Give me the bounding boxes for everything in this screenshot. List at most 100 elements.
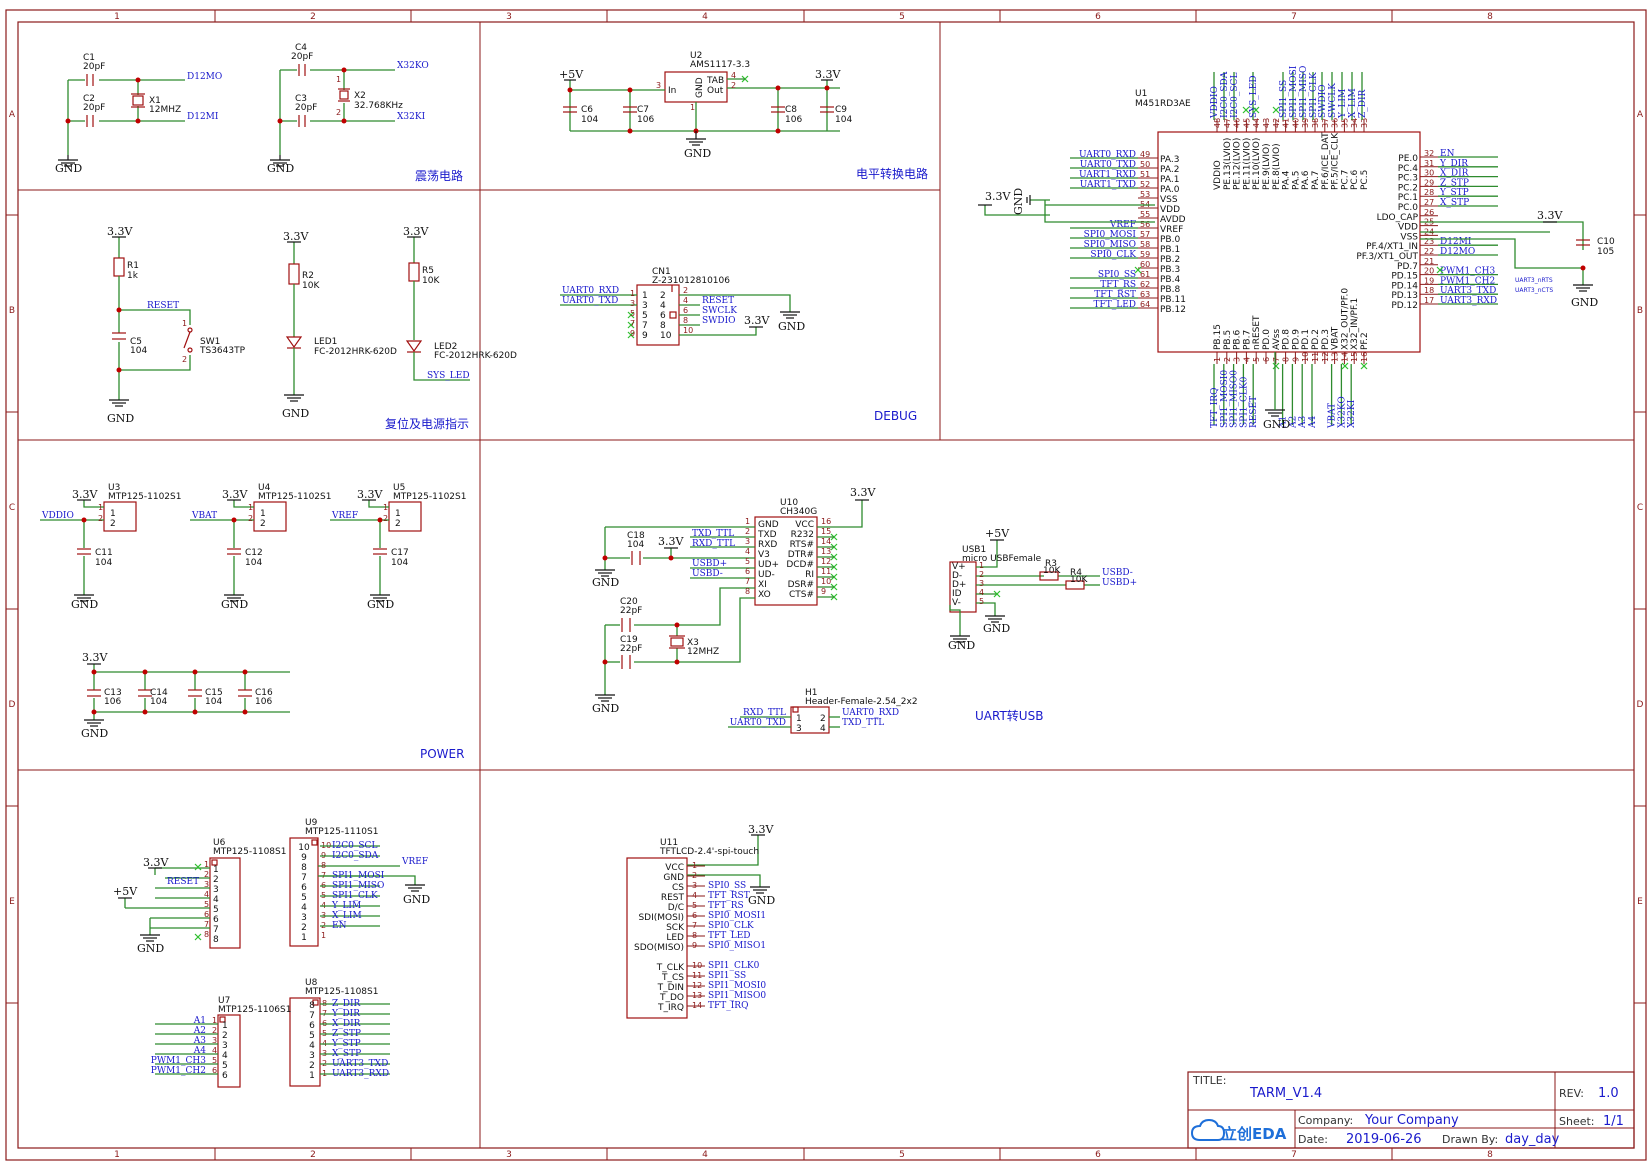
u11-pinname: T_DO — [659, 993, 684, 1003]
u6-pinname: 1 — [213, 865, 219, 875]
r4-ref: R4 — [1070, 568, 1082, 578]
u5-pin1: 1 — [383, 503, 388, 512]
debug-right-pinname: 2 — [660, 291, 666, 301]
mcu-bottom-pin: 14 — [1340, 352, 1349, 362]
u6-pin: 5 — [204, 900, 209, 909]
company-label: Company: — [1298, 1114, 1353, 1127]
u6-value: MTP125-1108S1 — [213, 847, 286, 857]
h1-right-net: UART0_RXD — [842, 708, 899, 718]
mcu-top-pinname: PA.7 — [1311, 171, 1321, 190]
debug-left-pin: 9 — [630, 329, 635, 338]
debug-left-pinname: 3 — [642, 301, 648, 311]
debug-left-pinname: 7 — [642, 321, 648, 331]
lceda-logo: 立创EDA — [1190, 1118, 1287, 1143]
mcu-right-net: Z_STP — [1440, 178, 1469, 188]
mcu-left-pin: 49 — [1140, 150, 1150, 159]
mcu-left-pin: 56 — [1140, 220, 1150, 229]
c5-value: 104 — [130, 346, 147, 356]
border-row-right: B — [1637, 306, 1643, 316]
h1-right-pin: 4 — [820, 724, 826, 734]
u3-pin2: 2 — [98, 514, 103, 523]
usb-pinname: V+ — [952, 562, 966, 572]
mcu-right-pinname: PC.4 — [1398, 164, 1419, 174]
osc-circuit — [58, 64, 395, 167]
mcu-top-pin: 36 — [1331, 118, 1340, 128]
mcu-left-pinname: PA.2 — [1160, 165, 1179, 175]
mcu-left-pinname: PB.8 — [1160, 285, 1180, 295]
mcu-left-pinname: PA.3 — [1160, 155, 1179, 165]
mcu-top-pinname: PA.5 — [1291, 171, 1301, 190]
sheet-border — [5, 9, 1647, 1161]
reset-circuit — [109, 236, 470, 407]
tft-circuit — [626, 834, 770, 1019]
ch340-right-pin: 15 — [821, 527, 831, 536]
debug-right-pin: 4 — [683, 296, 688, 305]
title-label: TITLE: — [1192, 1074, 1226, 1087]
mcu-top-pinname: PE.11(LVIO) — [1242, 138, 1252, 190]
x2-pin2: 2 — [336, 108, 341, 117]
mcu-right-pin: 30 — [1424, 169, 1434, 178]
border-col-bottom: 3 — [506, 1150, 512, 1160]
sheet-label: Sheet: — [1559, 1115, 1595, 1128]
mcu-left-net: VREF — [1109, 220, 1136, 230]
u9-pin: 8 — [321, 861, 326, 870]
ch340-left-net: RXD_TTL — [692, 539, 735, 549]
mcu-bottom-pin: 13 — [1331, 352, 1340, 362]
u6-pin: 2 — [204, 870, 209, 879]
u9-net: X_LIM — [332, 911, 362, 921]
ch340-left-pinname: TXD — [757, 530, 777, 540]
mcu-right-net: X_DIR — [1440, 169, 1469, 179]
mcu-top-pin: 42 — [1272, 118, 1281, 128]
mcu-left-pinname: PB.1 — [1160, 245, 1180, 255]
mcu-top-pin: 43 — [1262, 118, 1271, 128]
ch340-left-pin: 6 — [745, 567, 750, 576]
mcu-bottom-pinname: PB.6 — [1233, 330, 1243, 350]
border-row-right: A — [1637, 110, 1644, 120]
c15-ref: C15 — [205, 688, 223, 698]
mcu-left-pinname: AVDD — [1160, 215, 1186, 225]
mcu-right-pin: 26 — [1424, 208, 1434, 217]
c10-ref: C10 — [1597, 237, 1615, 247]
border-col-top: 4 — [702, 12, 708, 22]
mcu-top-nc — [1242, 106, 1250, 114]
border-col-top: 5 — [899, 12, 905, 22]
u8-net: UART3_RXD — [332, 1069, 389, 1079]
gnd-ldo: GND — [684, 147, 711, 160]
u6-pinname: 3 — [213, 885, 219, 895]
mcu-bottom-pin: 11 — [1311, 352, 1320, 362]
mcu-top-net: SYS_LED — [1249, 75, 1259, 118]
u11-value: TFTLCD-2.4'-spi-touch — [659, 847, 759, 857]
led1-value: FC-2012HRK-620D — [314, 347, 397, 357]
debug-right-pinname: 6 — [660, 311, 666, 321]
v33-u3: 3.3V — [72, 488, 98, 501]
mcu-top-nc — [1272, 106, 1280, 114]
mcu-right-pinname: PF.3/XT1_OUT — [1356, 252, 1418, 262]
u5-pinname1: 1 — [395, 509, 401, 519]
net-x32ki: X32KI — [397, 112, 426, 122]
r2-ref: R2 — [302, 271, 314, 281]
mcu-bottom-pinname: PB.5 — [1223, 330, 1233, 350]
c6-value: 104 — [581, 115, 598, 125]
company-value: Your Company — [1364, 1113, 1459, 1128]
border-col-bottom: 7 — [1291, 1150, 1297, 1160]
section-title-reset: 复位及电源指示 — [385, 416, 469, 431]
mcu-left-net: UART0_RXD — [1079, 150, 1136, 160]
c8-ref: C8 — [785, 105, 797, 115]
debug-left-pinname: 9 — [642, 331, 648, 341]
ch340-right-pinname: DTR# — [788, 550, 814, 560]
u9-pinname: 4 — [301, 903, 307, 913]
cn1-value: Z-231012810106 — [652, 276, 730, 286]
gnd-debug: GND — [778, 320, 805, 333]
mcu-left-pinname: PB.3 — [1160, 265, 1180, 275]
border-row-left: C — [9, 503, 15, 513]
usb-pinname: V- — [952, 598, 961, 608]
ch340-right-pin: 13 — [821, 547, 831, 556]
debug-left-net: UART0_TXD — [562, 296, 618, 306]
border-col-bottom: 1 — [114, 1150, 120, 1160]
mcu-bottom-nc — [1341, 362, 1349, 370]
u9-pinname: 2 — [301, 923, 307, 933]
debug-left-pin: 3 — [630, 299, 635, 308]
